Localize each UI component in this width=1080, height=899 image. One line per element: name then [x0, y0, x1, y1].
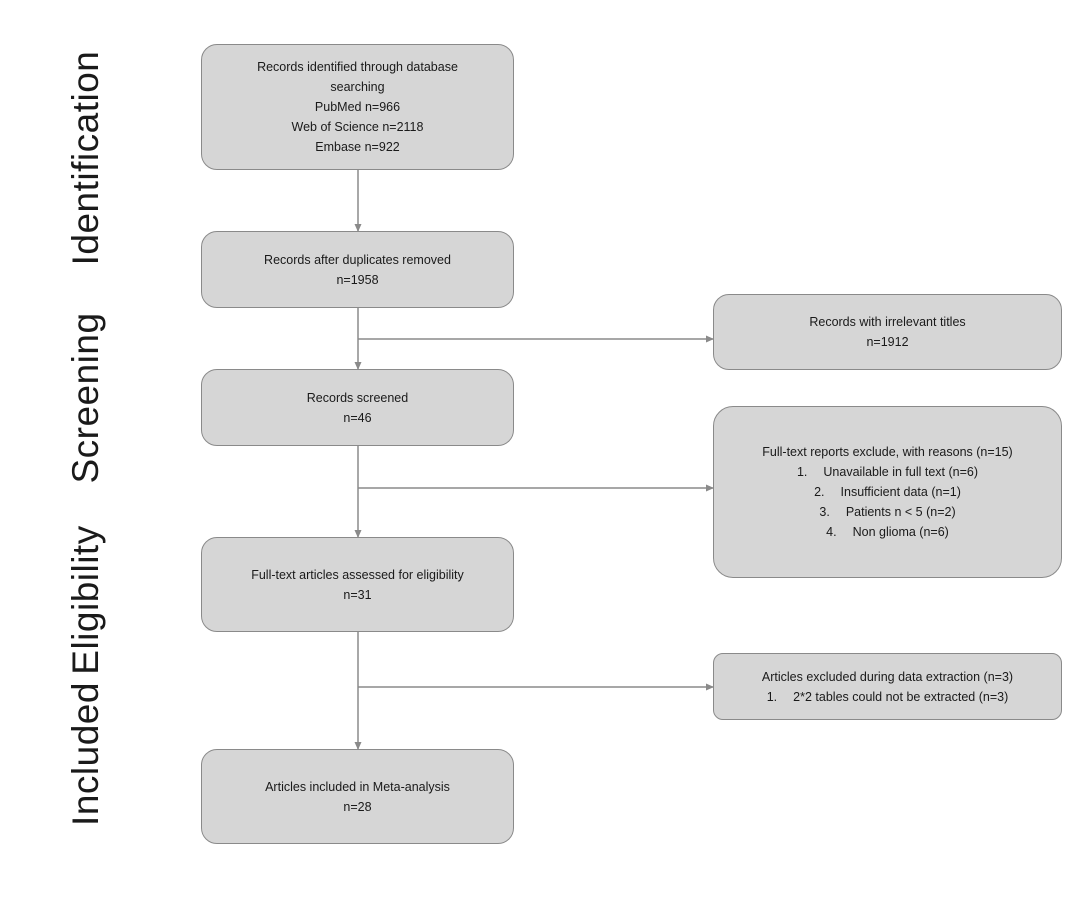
reason-number: 3.: [819, 505, 830, 519]
identified-pubmed: PubMed n=966: [314, 100, 401, 114]
deduplicated-count: n=1958: [336, 272, 379, 287]
identified-web-of-science: Web of Science n=2118: [291, 120, 424, 134]
reason-number: 2.: [814, 485, 825, 499]
assessed-count: n=31: [343, 587, 372, 602]
irrelevant-titles-title: Records with irrelevant titles: [809, 315, 966, 329]
identified-embase: Embase n=922: [315, 140, 400, 154]
box-fulltext-excluded: Full-text reports exclude, with reasons …: [713, 406, 1062, 578]
assessed-title: Full-text articles assessed for eligibil…: [251, 567, 464, 582]
included-title: Articles included in Meta-analysis: [265, 779, 450, 794]
reason-text: Unavailable in full text (n=6): [823, 465, 979, 479]
reason-text: Insufficient data (n=1): [840, 485, 961, 499]
fulltext-reason-2: 2. Insufficient data (n=1): [797, 482, 978, 502]
identified-line-2: searching: [330, 80, 385, 94]
fulltext-reason-1: 1. Unavailable in full text (n=6): [797, 462, 978, 482]
box-extraction-excluded: Articles excluded during data extraction…: [713, 653, 1062, 720]
reason-text: 2*2 tables could not be extracted (n=3): [793, 689, 1009, 704]
deduplicated-title: Records after duplicates removed: [264, 252, 451, 267]
box-irrelevant-titles: Records with irrelevant titles n=1912: [713, 294, 1062, 370]
box-articles-included: Articles included in Meta-analysis n=28: [201, 749, 514, 844]
box-records-identified: Records identified through database sear…: [201, 44, 514, 170]
identified-line-1: Records identified through database: [257, 60, 458, 74]
irrelevant-titles-count: n=1912: [866, 335, 909, 349]
fulltext-excluded-reasons: 1. Unavailable in full text (n=6) 2. Insuf…: [797, 462, 978, 542]
fulltext-reason-4: 4. Non glioma (n=6): [797, 522, 978, 542]
extraction-excluded-heading: Articles excluded during data extraction…: [761, 669, 1014, 684]
included-count: n=28: [343, 799, 372, 814]
extraction-reason-1: 1. 2*2 tables could not be extracted (n=3…: [767, 687, 1009, 707]
box-records-screened: Records screened n=46: [201, 369, 514, 446]
screened-count: n=46: [343, 410, 372, 425]
reason-text: Patients n < 5 (n=2): [845, 505, 956, 519]
fulltext-excluded-heading: Full-text reports exclude, with reasons …: [762, 445, 1013, 459]
reason-text: Non glioma (n=6): [852, 525, 949, 539]
box-fulltext-assessed: Full-text articles assessed for eligibil…: [201, 537, 514, 632]
extraction-excluded-reasons: 1. 2*2 tables could not be extracted (n=3…: [767, 687, 1009, 707]
box-records-after-duplicates: Records after duplicates removed n=1958: [201, 231, 514, 308]
reason-number: 1.: [796, 465, 808, 479]
screened-title: Records screened: [306, 390, 409, 405]
reason-number: 4.: [826, 525, 837, 539]
reason-number: 1.: [766, 689, 778, 704]
fulltext-reason-3: 3. Patients n < 5 (n=2): [797, 502, 978, 522]
